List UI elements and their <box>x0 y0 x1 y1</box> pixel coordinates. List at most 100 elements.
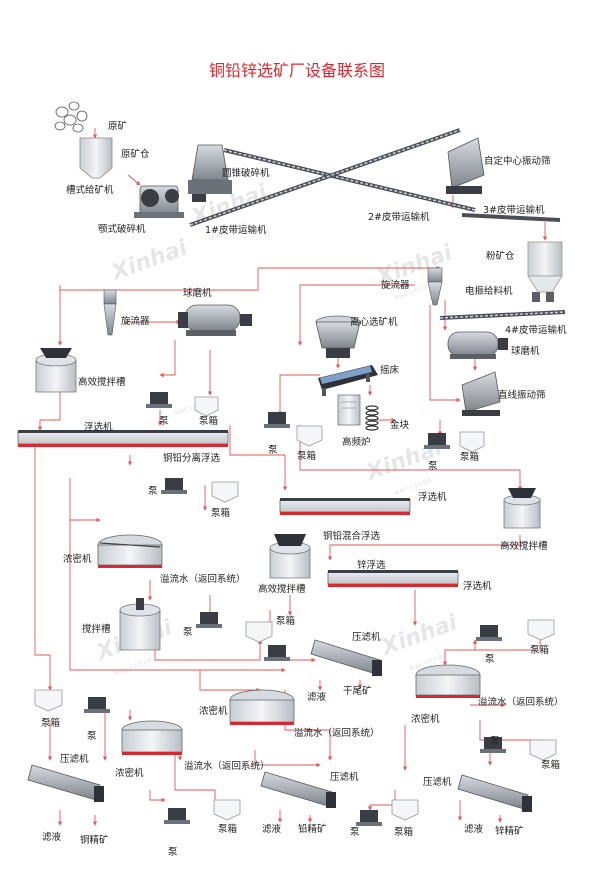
label-hf-furnace: 高频炉 <box>342 436 371 448</box>
label-jaw-crusher: 颚式破碎机 <box>98 223 146 235</box>
raw-ore-bin <box>79 137 113 179</box>
label-dry-tail: 干尾矿 <box>343 685 372 697</box>
ball-mill-left <box>178 304 252 336</box>
label-pump1: 泵 <box>159 416 169 427</box>
label-belt1: 1#皮带运输机 <box>205 224 267 236</box>
label-box3: 泵箱 <box>460 451 479 463</box>
thickener-3 <box>229 689 295 725</box>
ball-mill-right <box>447 331 508 359</box>
shaking-table <box>318 365 378 396</box>
label-box1: 泵箱 <box>199 415 218 427</box>
pump-box <box>527 619 555 641</box>
label-cu-pb-mix: 铜铅混合浮选 <box>323 530 381 542</box>
label-filtrate4: 滤液 <box>464 823 484 835</box>
label-zn-flot: 锌浮选 <box>357 559 386 571</box>
pump-unit <box>480 737 506 753</box>
cone-crusher <box>188 144 232 202</box>
pump-box <box>194 396 219 417</box>
label-thickener2: 浓密机 <box>411 713 440 725</box>
pump-unit <box>164 808 190 824</box>
label-filtrate3: 滤液 <box>262 823 282 835</box>
pump-box <box>529 739 557 761</box>
label-filter-press2: 压滤机 <box>60 753 89 765</box>
label-flot-b: 浮选机 <box>418 491 447 503</box>
cyclone-left <box>103 289 117 336</box>
label-vib-screen: 自定中心振动筛 <box>484 155 551 167</box>
pump-unit <box>146 392 172 408</box>
label-cu-pb-sep: 铜铅分离浮选 <box>163 452 221 464</box>
label-shaker: 摇床 <box>380 364 400 376</box>
label-thickener4: 浓密机 <box>115 767 144 779</box>
watermark-brand: Xinhai <box>107 235 191 286</box>
pump-unit <box>356 810 382 826</box>
label-pump2: 泵 <box>268 445 278 456</box>
label-filter-press4: 压滤机 <box>423 776 452 788</box>
fine-ore-bin <box>527 241 563 302</box>
label-overflow1: 溢流水（返回系统） <box>160 573 246 585</box>
pump-box <box>459 431 485 453</box>
filter-press-3 <box>260 771 336 808</box>
labels: 原矿 原矿仓 槽式给矿机 颚式破碎机 圆锥破碎机 1#皮带运输机 2#皮带运输机… <box>41 120 567 858</box>
pump-unit <box>424 433 450 449</box>
filter-press-2 <box>27 764 104 802</box>
label-ball-mill-right: 球磨机 <box>511 345 540 357</box>
label-ball-mill-left: 球磨机 <box>183 287 212 299</box>
pump-unit <box>264 412 290 428</box>
label-centrifugal: 离心选矿机 <box>350 316 398 328</box>
label-filtrate1: 滤液 <box>307 691 327 703</box>
label-overflow3: 溢流水（返回系统） <box>294 727 380 739</box>
label-pump10: 泵 <box>350 827 360 838</box>
label-agitator-left: 高效搅拌槽 <box>78 376 126 388</box>
agitator-left <box>35 348 77 393</box>
label-pump9: 泵 <box>168 847 178 858</box>
filter-press-4 <box>457 774 532 812</box>
pump-box <box>245 621 273 643</box>
gold-coil <box>365 405 379 431</box>
label-vib-feeder: 电振给料机 <box>465 285 513 297</box>
flotation-bank-a <box>17 430 229 447</box>
stir-tank <box>119 598 161 651</box>
pump-box <box>34 689 63 712</box>
label-agitator-right: 高效搅拌槽 <box>500 540 548 552</box>
label-zn-conc: 锌精矿 <box>495 825 524 837</box>
thickener-2 <box>415 664 481 698</box>
equipment <box>17 101 566 812</box>
flotation-bank-c <box>327 570 459 587</box>
label-pump4: 泵 <box>148 486 158 497</box>
label-box9: 泵箱 <box>218 823 237 835</box>
pump-box <box>391 799 419 821</box>
label-overflow4: 溢流水（返回系统） <box>184 760 270 772</box>
thickener-1 <box>97 534 163 568</box>
agitator-right <box>503 488 541 529</box>
filter-press-1 <box>310 639 382 676</box>
pump-box <box>211 481 239 503</box>
label-overflow2: 溢流水（返回系统） <box>478 696 564 708</box>
hf-furnace <box>337 394 361 426</box>
label-cu-conc: 铜精矿 <box>80 834 109 846</box>
label-cyclone-right: 旋流器 <box>381 279 410 291</box>
thickener-4 <box>121 720 183 755</box>
label-flot-c: 浮选机 <box>463 580 492 592</box>
label-belt2: 2#皮带运输机 <box>368 211 430 223</box>
label-box6: 泵箱 <box>530 644 549 656</box>
label-pump6: 泵 <box>485 654 495 665</box>
label-thickener1: 浓密机 <box>63 553 92 565</box>
label-pb-conc: 铅精矿 <box>298 823 327 835</box>
label-cyclone-left: 旋流器 <box>121 315 150 327</box>
label-box4: 泵箱 <box>211 507 230 519</box>
pump-unit <box>196 612 222 628</box>
label-thickener3: 浓密机 <box>199 705 228 717</box>
label-stir-tank: 搅拌槽 <box>82 623 111 635</box>
label-filtrate2: 滤液 <box>42 831 62 843</box>
label-raw-bin: 原矿仓 <box>121 148 150 160</box>
cyclone-right <box>427 267 443 306</box>
pump-unit <box>264 645 290 661</box>
label-fine-bin: 粉矿仓 <box>486 250 515 262</box>
vibrating-screen <box>446 137 485 194</box>
raw-ore-rocks <box>54 101 88 133</box>
label-box7: 泵箱 <box>41 717 60 729</box>
label-agitator-middle: 高效搅拌槽 <box>258 583 306 595</box>
agitator-middle <box>269 534 311 579</box>
